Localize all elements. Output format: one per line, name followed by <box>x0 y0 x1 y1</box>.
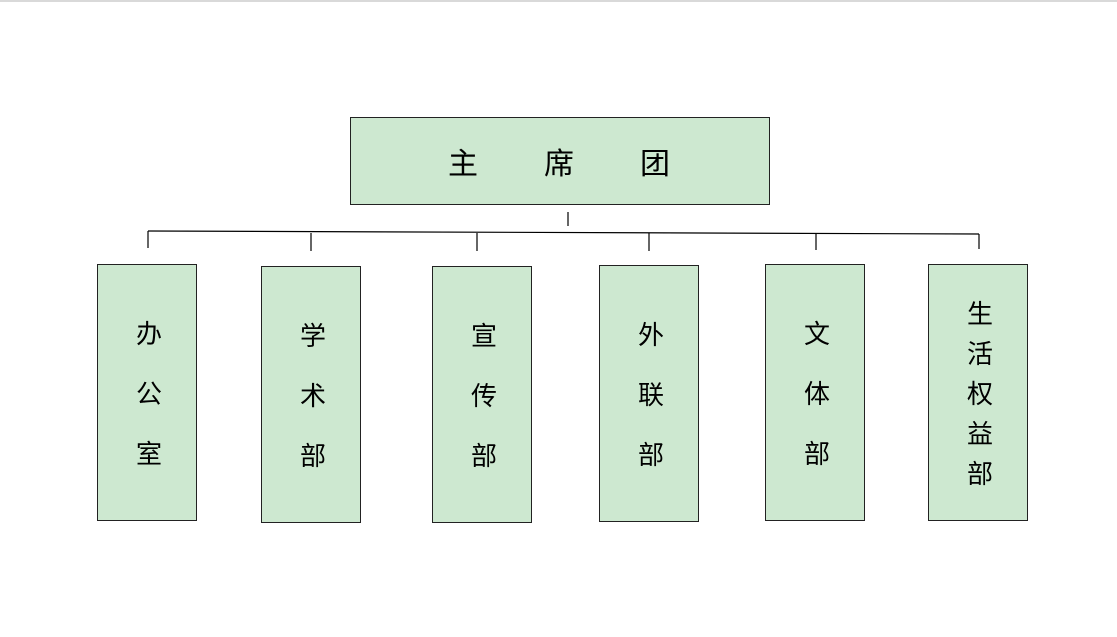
dept-box-office: 办公室 <box>97 264 197 521</box>
dept-box-academic: 学术部 <box>261 266 361 523</box>
presidium-box: 主 席 团 <box>350 117 770 205</box>
dept-label: 宣传部 <box>466 321 497 502</box>
horizontal-bus <box>147 230 980 235</box>
dept-label: 生活权益部 <box>962 299 993 500</box>
dept-box-arts-sports: 文体部 <box>765 264 865 521</box>
dept-box-life-rights: 生活权益部 <box>928 264 1028 521</box>
dept-label: 外联部 <box>633 320 664 501</box>
dept-box-publicity: 宣传部 <box>432 266 532 523</box>
dept-label: 办公室 <box>131 319 162 500</box>
top-divider <box>0 0 1117 2</box>
dept-box-external-relations: 外联部 <box>599 265 699 522</box>
presidium-label: 主 席 团 <box>448 147 672 182</box>
dept-label: 学术部 <box>295 321 326 502</box>
dept-label: 文体部 <box>799 319 830 500</box>
